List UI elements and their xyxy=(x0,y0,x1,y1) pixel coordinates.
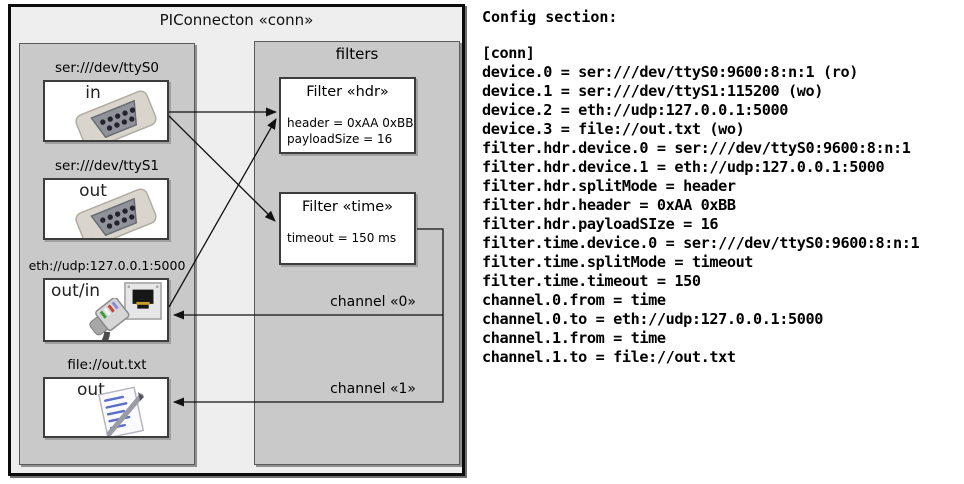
config-line: filter.hdr.device.1 = eth://udp:127.0.0.… xyxy=(482,158,885,176)
device-direction: out xyxy=(77,380,105,400)
device-label-ttys1: ser:///dev/ttyS1 xyxy=(55,158,159,174)
serial-connector-icon xyxy=(75,188,157,238)
config-line: device.0 = ser:///dev/ttyS0:9600:8:n:1 (… xyxy=(482,63,858,81)
device-node-eth: out/in xyxy=(43,278,169,342)
filter-prop: payloadSize = 16 xyxy=(287,132,393,146)
config-line: filter.hdr.device.0 = ser:///dev/ttyS0:9… xyxy=(482,139,911,157)
config-line: [conn] xyxy=(482,44,535,62)
config-line: device.1 = ser:///dev/ttyS1:115200 (wo) xyxy=(482,82,824,100)
diagram-title: PIConnecton «conn» xyxy=(159,11,314,29)
config-line: device.3 = file://out.txt (wo) xyxy=(482,120,745,138)
config-line: filter.hdr.splitMode = header xyxy=(482,177,736,195)
ethernet-plug-icon xyxy=(89,298,130,340)
config-panel: Config section: [conn] device.0 = ser://… xyxy=(482,8,962,367)
config-line: device.2 = eth://udp:127.0.0.1:5000 xyxy=(482,101,789,119)
filter-title: Filter «hdr» xyxy=(306,84,389,100)
device-node-file: out xyxy=(43,377,169,438)
config-line: filter.hdr.header = 0xAA 0xBB xyxy=(482,196,736,214)
config-line: filter.time.device.0 = ser:///dev/ttyS0:… xyxy=(482,234,920,252)
filters-group-label: filters xyxy=(335,45,379,63)
device-label-eth: eth://udp:127.0.0.1:5000 xyxy=(28,258,186,273)
config-line: filter.hdr.payloadSIze = 16 xyxy=(482,215,719,233)
device-label-file: file://out.txt xyxy=(67,357,147,373)
filter-node-hdr: Filter «hdr» header = 0xAA 0xBB payloadS… xyxy=(279,77,416,154)
filters-group: filters Filter «hdr» header = 0xAA 0xBB … xyxy=(254,41,460,465)
filter-prop: header = 0xAA 0xBB xyxy=(287,116,414,130)
config-line: channel.0.to = eth://udp:127.0.0.1:5000 xyxy=(482,310,824,328)
serial-connector-icon xyxy=(75,90,157,140)
config-line: channel.0.from = time xyxy=(482,291,666,309)
config-lines: [conn] device.0 = ser:///dev/ttyS0:9600:… xyxy=(482,44,962,367)
filter-title: Filter «time» xyxy=(301,199,394,215)
piconnecton-frame: PIConnecton «conn» ser:///dev/ttyS0 in xyxy=(8,4,465,476)
notepad-pen-icon xyxy=(97,386,145,436)
device-label-ttys0: ser:///dev/ttyS0 xyxy=(55,60,159,76)
device-direction: out/in xyxy=(51,281,101,301)
ethernet-port-icon xyxy=(124,282,162,320)
filter-node-time: Filter «time» timeout = 150 ms xyxy=(279,192,416,265)
config-heading: Config section: xyxy=(482,8,618,26)
device-node-ttys1: out xyxy=(43,178,169,240)
config-line: channel.1.to = file://out.txt xyxy=(482,348,736,366)
config-line: filter.time.timeout = 150 xyxy=(482,272,701,290)
filter-prop: timeout = 150 ms xyxy=(287,231,397,245)
device-node-ttys0: in xyxy=(43,80,169,142)
devices-group: ser:///dev/ttyS0 in xyxy=(19,43,195,465)
channel-0-label: channel «0» xyxy=(330,294,416,310)
device-direction: out xyxy=(79,181,107,201)
device-direction: in xyxy=(85,83,101,103)
config-line: filter.time.splitMode = timeout xyxy=(482,253,754,271)
channel-1-label: channel «1» xyxy=(330,381,416,397)
config-line: channel.1.from = time xyxy=(482,329,666,347)
